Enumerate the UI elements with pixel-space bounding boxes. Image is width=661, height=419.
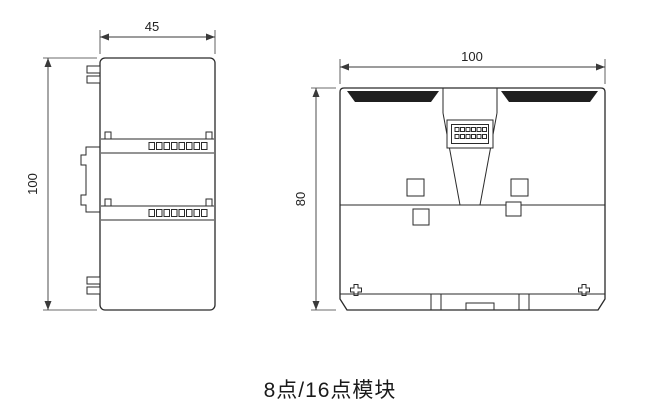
rear-view: 100 80 (293, 49, 606, 311)
rear-view-bus-connector (446, 119, 494, 149)
drawing-caption: 8点/16点模块 (264, 379, 397, 402)
side-view-expansion-connector (80, 146, 100, 213)
left-screw-cross-icon (350, 284, 362, 296)
side-view-top-clip (86, 65, 101, 84)
rear-view-right-vent-slot (501, 91, 598, 102)
rear-view-left-vent-slot (347, 91, 439, 102)
right-screw-cross-icon (578, 284, 590, 296)
rear-view-width-dimension: 100 (339, 49, 606, 84)
side-view-width-dimension: 45 (99, 19, 216, 54)
side-view-height-label: 100 (25, 173, 40, 195)
rear-view-height-dimension: 80 (293, 87, 336, 311)
side-view-terminal-strip-upper (101, 131, 214, 154)
rear-view-body-outline (339, 87, 606, 311)
side-view-height-dimension: 100 (25, 57, 97, 311)
side-view: 45 100 (25, 19, 216, 311)
side-view-terminal-strip-lower (101, 198, 214, 221)
rear-view-width-label: 100 (461, 49, 483, 64)
side-view-width-label: 45 (145, 19, 159, 34)
side-view-bottom-clip (86, 276, 101, 295)
rear-view-din-rail-channel (340, 293, 605, 311)
rear-view-latch-squares (406, 178, 529, 226)
rear-view-height-label: 80 (293, 192, 308, 206)
rear-view-expansion-recess (442, 88, 498, 206)
side-view-body-outline (99, 57, 216, 311)
